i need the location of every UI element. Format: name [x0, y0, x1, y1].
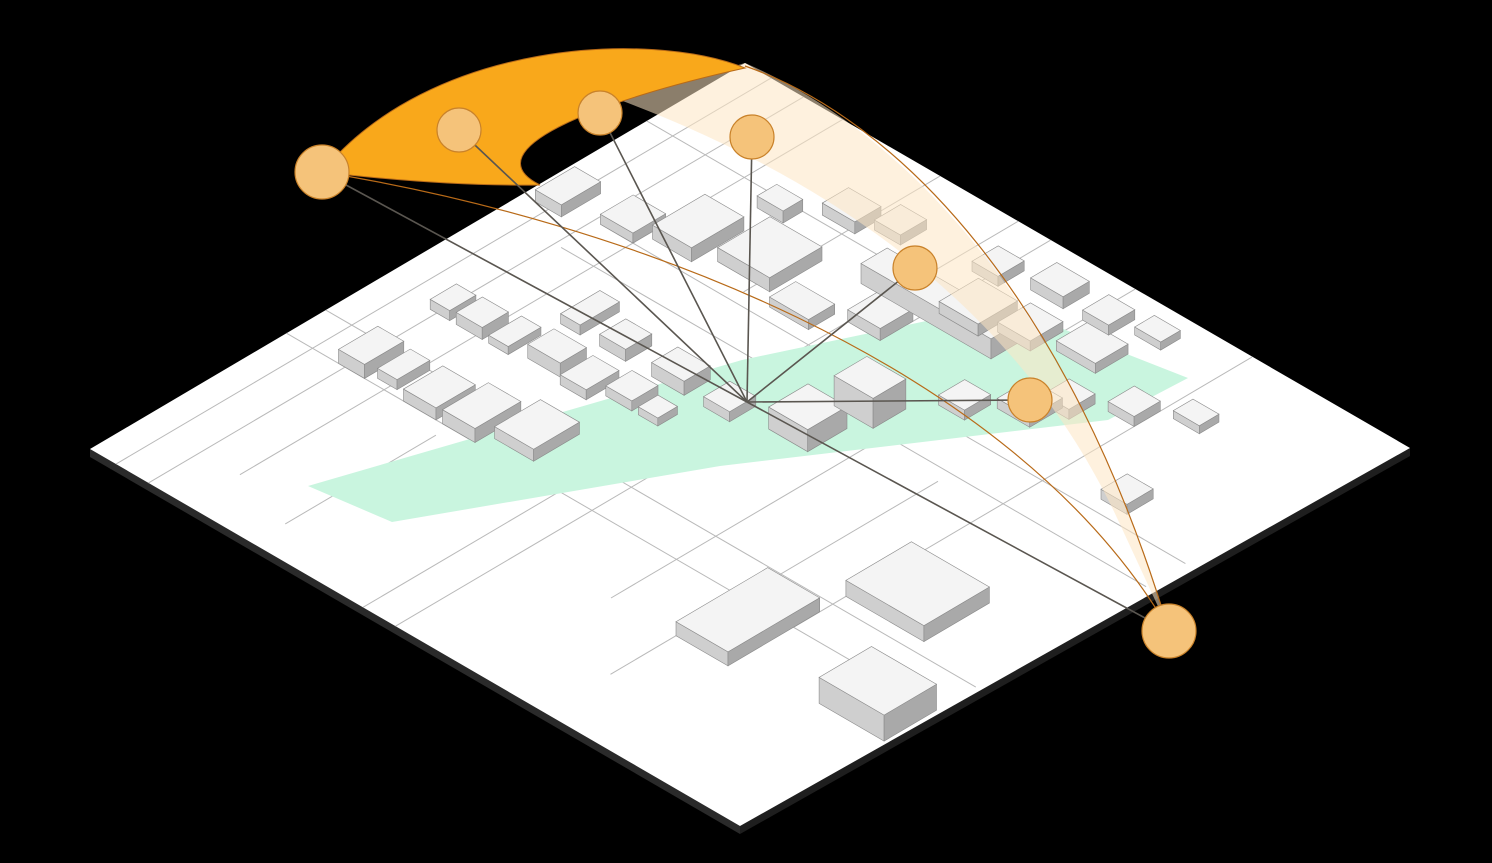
building-block	[1172, 398, 1220, 435]
building-block	[1134, 315, 1181, 351]
building-block	[376, 348, 431, 391]
building-block	[675, 567, 821, 667]
sun-ray-line	[746, 399, 1031, 403]
street-line	[286, 332, 937, 711]
building-block	[1082, 294, 1136, 336]
building-roof	[675, 567, 821, 653]
building-roof	[1055, 321, 1129, 364]
sun-position-marker	[577, 90, 623, 136]
building-block	[1030, 262, 1090, 310]
building-roof	[534, 166, 602, 206]
building-block	[845, 541, 990, 643]
building-block	[599, 194, 667, 244]
building-block	[599, 318, 653, 362]
building-roof	[651, 346, 711, 382]
building-block	[756, 183, 804, 224]
sun-ray-line	[321, 171, 748, 403]
building-block	[818, 646, 938, 742]
building-roof	[768, 281, 836, 320]
sun-position-markers	[294, 90, 1197, 659]
sun-position-marker	[294, 144, 350, 200]
building-roof	[559, 355, 620, 391]
sun-ray-line	[746, 136, 753, 403]
building-block	[651, 346, 711, 396]
building-roof	[1134, 315, 1181, 343]
building-roof	[494, 399, 581, 450]
building-block	[534, 166, 602, 218]
building-roof	[845, 541, 990, 626]
building-roof	[599, 194, 667, 234]
building-block	[494, 399, 581, 462]
building-roof	[402, 365, 476, 409]
building-block	[605, 370, 659, 412]
building-block	[559, 355, 620, 401]
building-block	[488, 315, 542, 356]
building-roof	[717, 216, 823, 279]
sun-rays	[321, 112, 1170, 632]
building-roof	[337, 325, 405, 365]
ground-slab-right-edge	[740, 448, 1410, 834]
building-roof	[455, 296, 509, 328]
sun-position-marker	[892, 245, 938, 291]
sun-ray-line	[458, 129, 748, 403]
sun-position-marker	[1007, 377, 1053, 423]
building-roof	[651, 193, 745, 249]
building-roof	[605, 370, 659, 402]
building-block	[560, 290, 620, 336]
sun-path-shaded-area	[620, 63, 1168, 628]
sun-ray-line	[746, 401, 1170, 632]
sun-ray-line	[599, 112, 748, 403]
building-block	[1055, 321, 1129, 374]
building-roof	[1030, 262, 1090, 298]
ground-slab-left-edge	[90, 449, 740, 834]
building-roof	[599, 318, 653, 350]
building-roof	[818, 646, 938, 716]
building-block	[637, 394, 679, 427]
street-line	[148, 96, 804, 484]
building-roof	[1172, 398, 1220, 427]
building-roof	[937, 379, 992, 411]
sun-position-marker	[1141, 603, 1197, 659]
building-roof	[441, 382, 522, 429]
building-roof	[376, 348, 431, 381]
building-block	[441, 382, 522, 444]
building-roof	[756, 183, 804, 212]
sun-ray-line	[746, 267, 916, 403]
building-roof	[703, 380, 757, 413]
sun-path-outer-curve	[744, 65, 1169, 629]
building-block	[703, 380, 757, 423]
sun-path-outline	[321, 65, 1169, 629]
building-roof	[1107, 385, 1161, 417]
street-line	[239, 119, 843, 476]
building-roof	[429, 283, 477, 311]
building-block	[651, 193, 745, 263]
sun-position-marker	[436, 107, 482, 153]
building-block	[717, 216, 823, 293]
building-block	[1107, 385, 1161, 428]
building-roof	[637, 394, 679, 419]
building-roof	[833, 356, 907, 399]
building-roof	[488, 315, 542, 347]
street-line	[115, 77, 772, 465]
sun-arc-band	[321, 48, 747, 186]
building-roof	[1082, 294, 1136, 326]
building-roof	[527, 328, 588, 364]
building-roof	[560, 290, 620, 326]
sun-position-marker	[729, 114, 775, 160]
building-block	[455, 296, 509, 341]
building-block	[527, 328, 588, 378]
sun-path-inner-curve	[321, 171, 1169, 629]
park-green-space	[308, 305, 1188, 522]
